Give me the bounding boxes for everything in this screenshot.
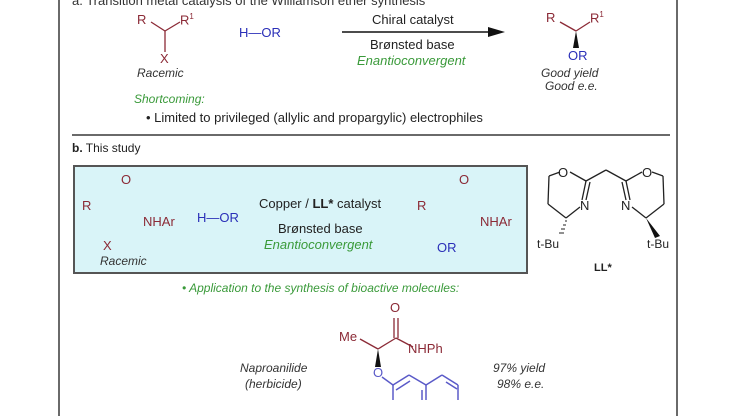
product-b-or: OR (437, 240, 457, 255)
ligand-n-left: N (580, 198, 590, 213)
product-a-yield: Good yield (541, 66, 599, 80)
substrate-b-r: R (82, 198, 92, 213)
product-b-nhar: NHAr (480, 214, 512, 229)
substrate-a-bonds (150, 21, 181, 52)
ligand-tbu-right: t-Bu (647, 237, 670, 251)
arrow-b-note: Enantioconvergent (264, 237, 373, 252)
nucleophile-b: H—OR (197, 210, 239, 225)
ligand-tbu-left: t-Bu (537, 237, 560, 251)
nucleophile-a: H—OR (239, 25, 281, 40)
product-a-r: R (546, 10, 556, 25)
substrate-b-nhar: NHAr (143, 214, 175, 229)
example-o-carbonyl: O (390, 300, 401, 315)
example-ee: 98% e.e. (497, 377, 545, 391)
ligand-n-right: N (621, 198, 631, 213)
reaction-arrow-a-head (488, 27, 505, 37)
bond (164, 21, 181, 32)
arrow-a-bottom: Brønsted base (370, 37, 455, 52)
wedge-bond-ligand (646, 218, 660, 238)
substrate-a-r: R (137, 12, 147, 27)
heading-letter: b. (72, 141, 83, 155)
substrate-a-x: X (160, 51, 169, 66)
arrow-b-top-post: catalyst (333, 196, 382, 211)
naphthalene-bonds (381, 374, 459, 400)
shortcoming-text: • Limited to privileged (allylic and pro… (146, 110, 483, 125)
application-text: • Application to the synthesis of bioact… (182, 281, 460, 295)
hashed-bond (559, 220, 567, 234)
section-divider (72, 134, 670, 136)
arrow-a-note: Enantioconvergent (357, 53, 466, 68)
heading-text: This study (82, 141, 141, 155)
arrow-b-bottom: Brønsted base (278, 221, 363, 236)
substrate-b-x: X (103, 238, 112, 253)
product-a-or: OR (568, 48, 588, 63)
outer-frame (58, 0, 678, 416)
wedge-bond-example (375, 349, 381, 367)
wedge-bond-a (573, 31, 579, 48)
this-study-box (73, 165, 528, 274)
example-yield: 97% yield (493, 361, 546, 375)
substrate-b-o: O (121, 172, 132, 187)
r1-label: R (180, 12, 190, 28)
example-name: Naproanilide (240, 361, 308, 375)
example-nhph: NHPh (408, 341, 443, 356)
arrow-b-top: Copper / LL* catalyst (259, 196, 381, 211)
ligand-bonds (547, 169, 665, 219)
product-b-o: O (459, 172, 470, 187)
ligand-o-left: O (558, 165, 569, 180)
arrow-a-top: Chiral catalyst (372, 12, 454, 27)
product-b-r: R (417, 198, 427, 213)
example-me: Me (339, 329, 358, 344)
product-a-ee: Good e.e. (545, 79, 598, 93)
shortcoming-label: Shortcoming: (134, 92, 205, 106)
bond (150, 21, 166, 32)
substrate-a-label: Racemic (137, 66, 184, 80)
r1-sup: 1 (189, 12, 194, 21)
section-a-heading: a. Transition metal catalysis of the Wil… (72, 0, 426, 8)
example-bonds (359, 318, 414, 350)
substrate-b-label: Racemic (100, 254, 147, 268)
product-a-r1: R1 (590, 10, 604, 25)
ligand-name: LL* (594, 262, 612, 274)
example-o-ether: O (373, 365, 384, 380)
r1-sup: 1 (599, 10, 604, 19)
ligand-o-right: O (642, 165, 653, 180)
example-class: (herbicide) (245, 377, 302, 391)
product-a-bonds (559, 21, 591, 32)
arrow-b-top-pre: Copper / (259, 196, 313, 211)
section-b-heading: b. This study (72, 141, 140, 155)
substrate-a-r1: R1 (180, 12, 194, 27)
r1-label: R (590, 10, 600, 26)
arrow-b-ligand: LL* (312, 196, 334, 211)
